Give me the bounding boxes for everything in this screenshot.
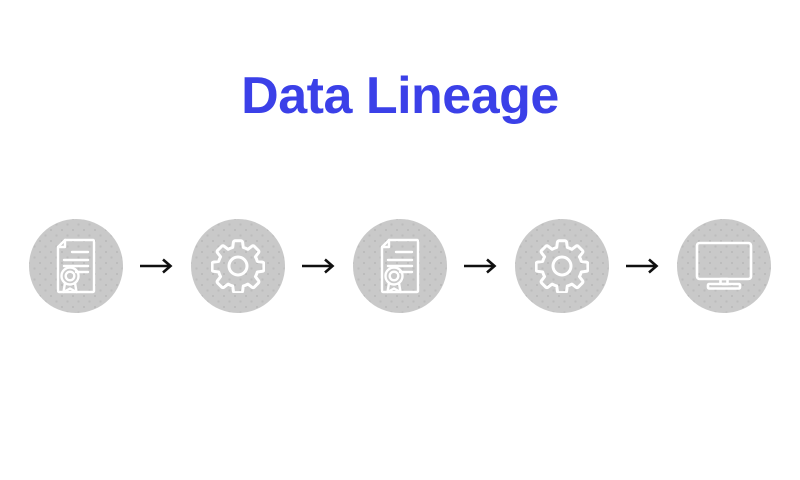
flow-connector-4 <box>626 254 660 278</box>
gear-icon <box>211 239 265 293</box>
flow-connector-3 <box>464 254 498 278</box>
page-title: Data Lineage <box>241 67 559 125</box>
flow-connector-2 <box>302 254 336 278</box>
monitor-icon <box>695 241 753 291</box>
arrow-right-icon <box>464 257 498 275</box>
certificate-icon <box>52 238 100 294</box>
flow-node-2-process[interactable] <box>191 219 285 313</box>
arrow-right-icon <box>302 257 336 275</box>
flow-connector-1 <box>140 254 174 278</box>
arrow-right-icon <box>140 257 174 275</box>
flow-node-4-process[interactable] <box>515 219 609 313</box>
certificate-icon <box>376 238 424 294</box>
arrow-right-icon <box>626 257 660 275</box>
flow-node-3-certificate[interactable] <box>353 219 447 313</box>
lineage-flow-diagram <box>0 218 800 314</box>
flow-node-1-certificate[interactable] <box>29 219 123 313</box>
gear-icon <box>535 239 589 293</box>
flow-node-5-monitor[interactable] <box>677 219 771 313</box>
